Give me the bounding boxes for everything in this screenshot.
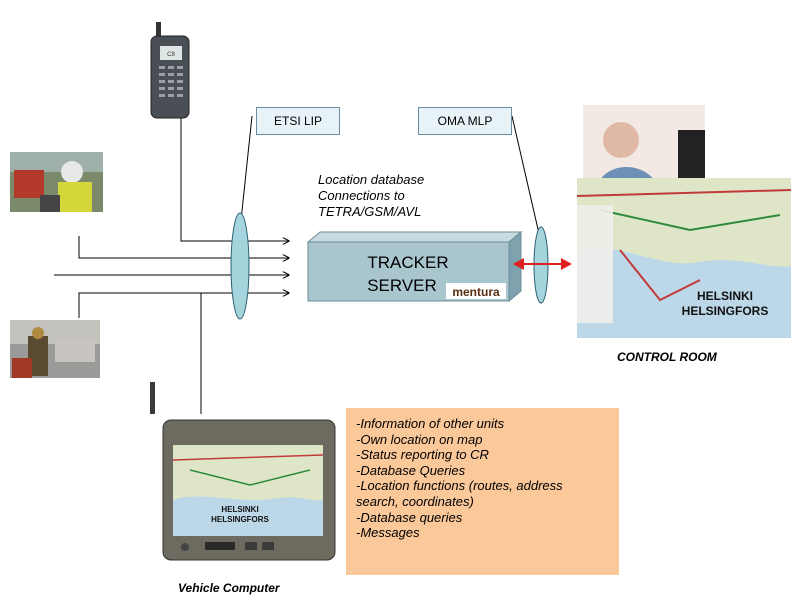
feature-item: search, coordinates)	[356, 493, 474, 509]
feature-item: -Database queries	[356, 509, 463, 525]
handset-screen-text: C8	[167, 52, 175, 58]
firefighter-photo-bottom	[10, 320, 100, 378]
feature-item: -Database Queries	[356, 462, 466, 478]
location-db-line2: Connections to	[318, 188, 405, 203]
tracker-server-box: TRACKER SERVER mentura	[306, 230, 523, 303]
mentura-logo: mentura	[452, 285, 500, 299]
field-link-1	[78, 236, 289, 258]
control-room-map-label-2: HELSINGFORS	[682, 304, 769, 318]
server-label-line2: SERVER	[367, 276, 437, 295]
etsi-lip-label: ETSI LIP	[256, 107, 340, 135]
handset-image: C8	[150, 22, 190, 119]
oma-mlp-label: OMA MLP	[418, 107, 512, 135]
vehicle-computer-image: HELSINKI HELSINGFORS	[150, 382, 336, 561]
feature-item: -Messages	[356, 525, 420, 541]
server-label-line1: TRACKER	[367, 253, 448, 272]
location-database-label: Location database Connections to TETRA/G…	[318, 172, 424, 220]
features-panel: -Information of other units -Own locatio…	[346, 408, 619, 575]
oma-mlp-pointer	[511, 115, 541, 239]
vehicle-map-label-2: HELSINGFORS	[211, 515, 269, 524]
control-room-image: HELSINKI HELSINGFORS	[576, 105, 792, 338]
control-room-caption: CONTROL ROOM	[617, 350, 717, 364]
feature-item: -Location functions (routes, address	[356, 478, 563, 494]
feature-item: -Status reporting to CR	[356, 447, 489, 463]
field-link-3	[78, 293, 289, 318]
server-control-room-link	[513, 258, 572, 270]
location-db-line1: Location database	[318, 172, 425, 187]
connection-lines	[54, 115, 541, 414]
feature-item: -Information of other units	[356, 416, 505, 431]
control-room-map-label-1: HELSINKI	[697, 289, 753, 303]
vehicle-map-label-1: HELSINKI	[221, 505, 258, 514]
firefighter-photo-top	[10, 152, 103, 212]
etsi-lip-pointer	[239, 115, 253, 231]
location-db-line3: TETRA/GSM/AVL	[318, 204, 422, 219]
features-list: -Information of other units -Own locatio…	[346, 408, 619, 541]
vehicle-computer-caption: Vehicle Computer	[178, 581, 280, 595]
etsi-lip-lens	[230, 212, 250, 320]
handset-link	[180, 118, 289, 241]
feature-item: -Own location on map	[356, 431, 483, 447]
